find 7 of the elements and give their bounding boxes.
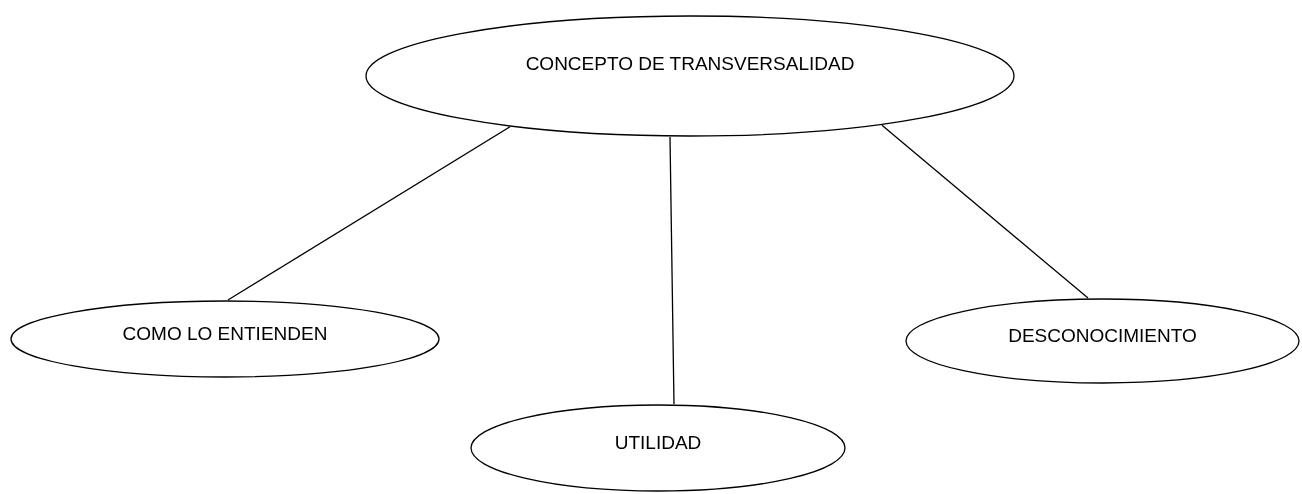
node-label: UTILIDAD (614, 432, 702, 454)
connector-line (881, 124, 1089, 299)
node-label: DESCONOCIMIENTO (1008, 325, 1197, 347)
connector-line (669, 136, 675, 405)
node-label: CONCEPTO DE TRANSVERSALIDAD (525, 53, 855, 75)
connector-line (227, 126, 511, 301)
node-label: COMO LO ENTIENDEN (122, 323, 328, 345)
